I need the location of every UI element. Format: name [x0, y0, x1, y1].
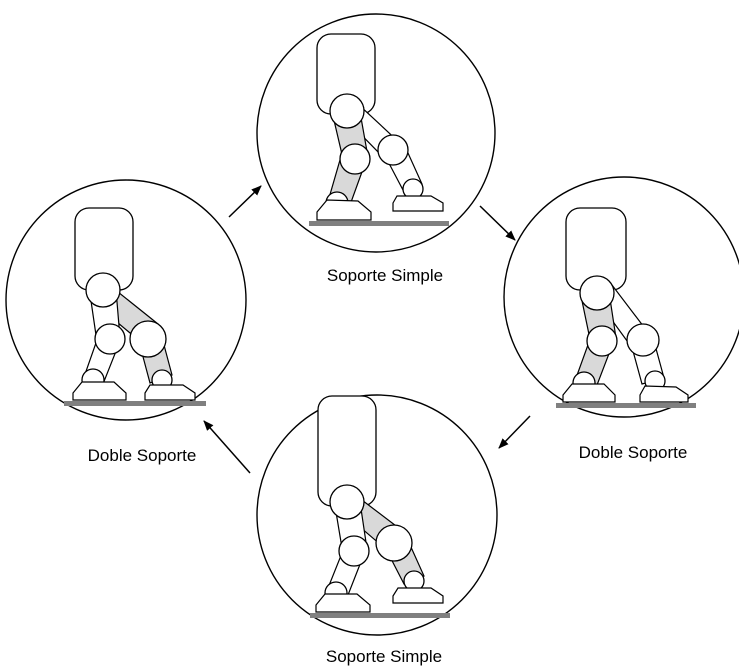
arrow-right-to-bottom	[498, 415, 531, 449]
rear-knee-joint	[375, 524, 413, 562]
support-knee-joint	[338, 535, 370, 567]
phase-label-right: Doble Soporte	[579, 443, 688, 462]
rear-foot	[392, 587, 444, 604]
front-knee-joint	[129, 320, 167, 358]
rear-knee-joint	[377, 134, 409, 166]
arrow-top-to-right	[479, 205, 516, 241]
support-knee-joint	[586, 325, 618, 357]
rear-knee-joint	[94, 323, 126, 355]
support-foot	[315, 593, 371, 613]
phase-top	[256, 13, 496, 253]
phase-label-left: Doble Soporte	[88, 446, 197, 465]
ground-line	[310, 613, 450, 618]
hip-joint	[579, 275, 615, 311]
rear-foot	[392, 195, 444, 212]
ground-line	[556, 403, 696, 408]
phase-right	[503, 176, 739, 418]
support-knee-joint	[339, 143, 371, 175]
phase-bottom	[256, 394, 498, 636]
front-foot	[144, 384, 196, 401]
hip-joint	[85, 272, 121, 308]
arrow-left-to-top	[228, 185, 262, 218]
hip-joint	[329, 93, 365, 129]
rear-foot	[72, 381, 127, 401]
phase-label-top: Soporte Simple	[327, 266, 443, 285]
arrow-bottom-to-left	[203, 420, 251, 474]
ground-line	[64, 401, 206, 406]
ground-line	[309, 221, 449, 226]
hip-joint	[329, 484, 365, 520]
rear-knee-joint	[626, 323, 660, 357]
phase-left	[5, 179, 247, 421]
rear-foot	[639, 385, 689, 403]
phase-label-bottom: Soporte Simple	[326, 647, 442, 666]
support-foot	[562, 383, 616, 403]
support-foot	[316, 199, 372, 221]
